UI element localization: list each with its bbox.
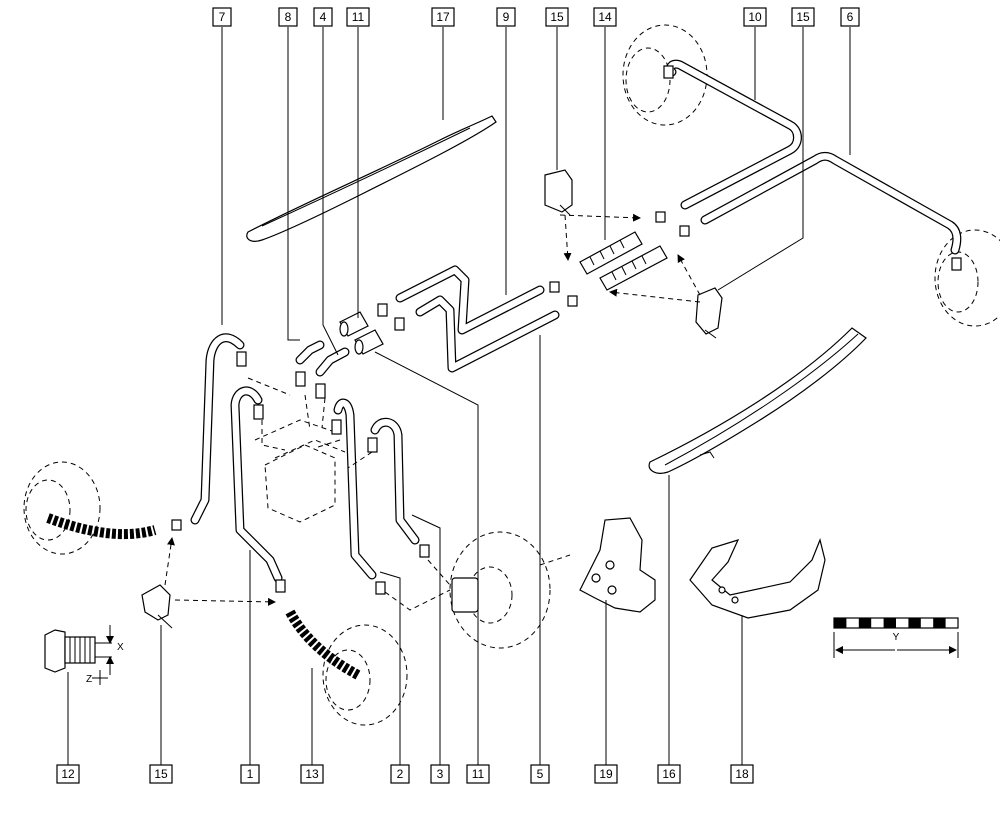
- hose-14-upper: [579, 231, 643, 275]
- brake-disc-icon: [449, 531, 551, 649]
- callout-15-top: 15: [550, 10, 564, 24]
- wheel-rear-right-icon: [934, 229, 1000, 327]
- pipe-7: [190, 333, 245, 525]
- callouts-top: 7 8 4 11 17 9 15 14 10 15 6: [212, 7, 860, 27]
- callout-6: 6: [847, 10, 854, 24]
- callout-18: 18: [735, 767, 749, 781]
- callout-9: 9: [503, 10, 510, 24]
- bracket-15-top: [544, 169, 573, 216]
- union-fittings: [171, 65, 962, 595]
- callout-2: 2: [397, 767, 404, 781]
- bracket-18-icon: [689, 538, 826, 619]
- connector-11-upper: [339, 311, 369, 337]
- callout-5: 5: [537, 767, 544, 781]
- callout-19: 19: [599, 767, 613, 781]
- pipe-9: [395, 265, 545, 335]
- heat-shield-right-icon: [648, 327, 867, 474]
- dim-y-label: Y: [893, 632, 900, 643]
- callout-12: 12: [61, 767, 75, 781]
- bracket-15-bottom: [141, 584, 173, 629]
- flexible-hose-front-left: [46, 513, 157, 540]
- flexible-hose-13: [285, 609, 361, 680]
- leader-lines: [67, 27, 851, 765]
- heat-shield-top-icon: [246, 115, 497, 242]
- assembly-arrows: [164, 213, 701, 611]
- pipe-6: [700, 151, 962, 255]
- pipe-5: [415, 295, 560, 373]
- callout-14: 14: [598, 10, 612, 24]
- pipe-8: [295, 340, 325, 365]
- hose-14-lower: [599, 245, 668, 291]
- callout-1: 1: [247, 767, 254, 781]
- connector-11-lower: [354, 329, 384, 355]
- bracket-15-right: [695, 287, 723, 339]
- bracket-19-icon: [579, 517, 656, 613]
- callouts-bottom: 12 15 1 13 2 3 11 5 19 16 18: [56, 764, 754, 784]
- detail-12-union: X Z: [44, 625, 124, 685]
- scale-bar: Y: [833, 617, 959, 658]
- callout-4: 4: [320, 10, 327, 24]
- callout-11-top: 11: [352, 10, 365, 24]
- brake-compensator-icon: [254, 419, 346, 523]
- callout-3: 3: [437, 767, 444, 781]
- wheel-rear-left-icon: [322, 624, 408, 726]
- dim-z-label: Z: [86, 674, 92, 685]
- pipe-4: [315, 347, 350, 377]
- pipe-1: [230, 386, 283, 583]
- callout-17: 17: [436, 10, 450, 24]
- callout-8: 8: [285, 10, 292, 24]
- callout-16: 16: [662, 767, 676, 781]
- callout-11-bottom: 11: [472, 767, 485, 781]
- wheel-front-left-icon: [23, 461, 101, 555]
- dim-x-label: X: [117, 642, 124, 653]
- callout-13: 13: [305, 767, 319, 781]
- callout-10: 10: [748, 10, 762, 24]
- pipe-2: [333, 398, 377, 580]
- callout-15-bottom: 15: [154, 767, 168, 781]
- callout-7: 7: [219, 10, 226, 24]
- pipe-3: [370, 417, 420, 545]
- callout-15-right: 15: [796, 10, 810, 24]
